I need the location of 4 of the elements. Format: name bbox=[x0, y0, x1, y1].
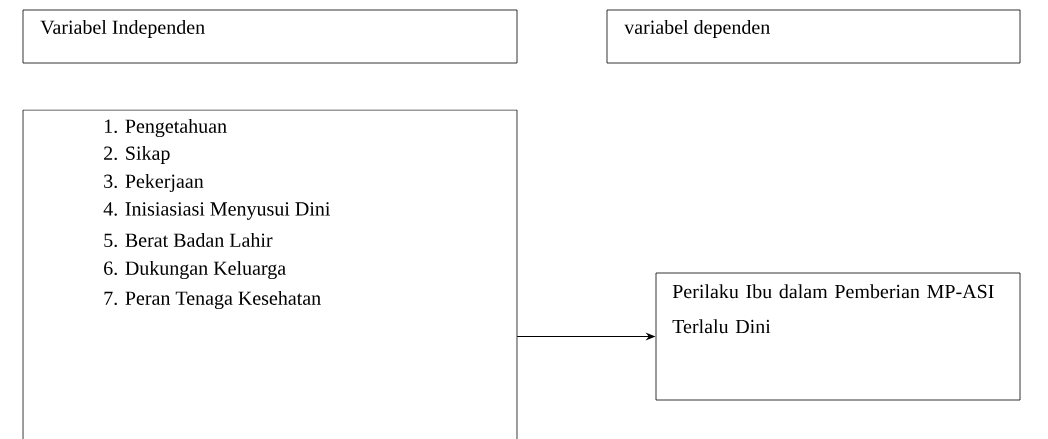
heading-box: variabel dependen bbox=[606, 9, 1021, 64]
list-box: 1. Pengetahuan 2. Sikap 3. Pekerjaan 4. Inisiasiasi Menyusui Dini 5. Berat Badan Lahir 6. Dukungan Keluarga 7. Peran Tenaga Kesehatan bbox=[22, 109, 518, 439]
process-box: Perilaku Ibu dalam Pemberian MP-ASI Terlalu Dini bbox=[655, 272, 1021, 401]
heading-box: Variabel Independen bbox=[22, 9, 518, 64]
